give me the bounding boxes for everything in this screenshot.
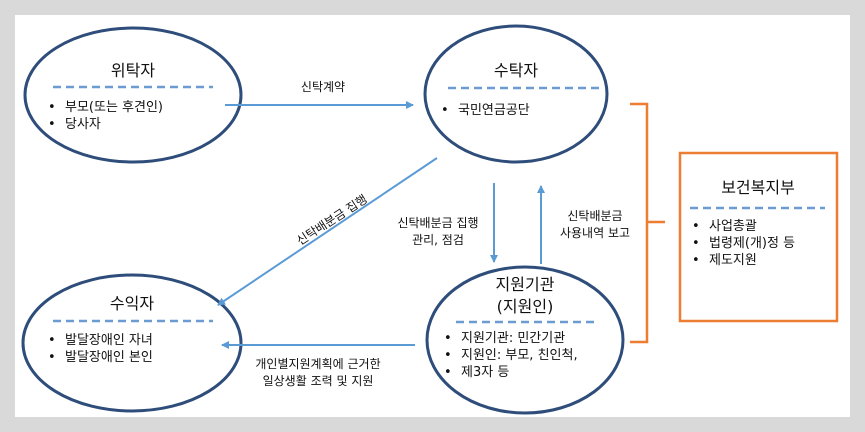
edge-label-report-line2: 사용내역 보고: [559, 226, 631, 240]
orange-brace: [630, 102, 665, 344]
trustor-ellipse: [23, 26, 243, 164]
list-item: 지원기관: 민간기관: [441, 330, 578, 347]
list-item: 부모(또는 후견인): [45, 99, 163, 116]
ministry-title: 보건복지부: [721, 178, 795, 197]
list-item: 발달장애인 자녀: [45, 332, 153, 349]
support-agency-list: 지원기관: 민간기관 지원인: 부모, 친인척, 제3자 등: [441, 330, 578, 381]
list-item: 지원인: 부모, 친인척,: [441, 347, 578, 364]
edge-label-manage-line1: 신탁배분금 집행: [397, 216, 479, 230]
beneficiary-title: 수익자: [109, 294, 155, 313]
support-agency-title-line2: (지원인): [496, 297, 554, 316]
support-agency-title-line1: 지원기관: [495, 275, 555, 294]
list-item: 국민연금공단: [438, 102, 530, 119]
list-item: 제도지원: [689, 252, 795, 269]
ministry-box: [678, 151, 839, 323]
arrow-trust-dist-exec: [217, 157, 438, 306]
list-item: 제3자 등: [441, 364, 578, 381]
edge-label-manage-line2: 관리, 점검: [412, 233, 464, 247]
trustor-title: 위탁자: [110, 61, 156, 80]
edge-label-support-line2: 일상생활 조력 및 지원: [262, 374, 374, 388]
list-item: 당사자: [45, 116, 163, 133]
trustor-list: 부모(또는 후견인) 당사자: [45, 99, 163, 133]
ministry-list: 사업총괄 법령제(개)정 등 제도지원: [689, 218, 795, 269]
trustee-list: 국민연금공단: [438, 102, 530, 119]
trustee-title: 수탁자: [493, 61, 539, 80]
beneficiary-list: 발달장애인 자녀 발달장애인 본인: [45, 332, 153, 366]
diagram-canvas: 위탁자 부모(또는 후견인) 당사자 수탁자 국민연금공단 수익자 발달장애인 …: [15, 15, 850, 417]
edge-label-report-line1: 신탁배분금: [567, 209, 623, 223]
trustee-ellipse: [423, 24, 609, 164]
list-item: 사업총괄: [689, 218, 795, 235]
edge-label-support-line1: 개인별지원계획에 근거한: [255, 357, 381, 371]
list-item: 발달장애인 본인: [45, 349, 153, 366]
list-item: 법령제(개)정 등: [689, 235, 795, 252]
edge-label-trust-contract: 신탁계약: [300, 80, 346, 94]
